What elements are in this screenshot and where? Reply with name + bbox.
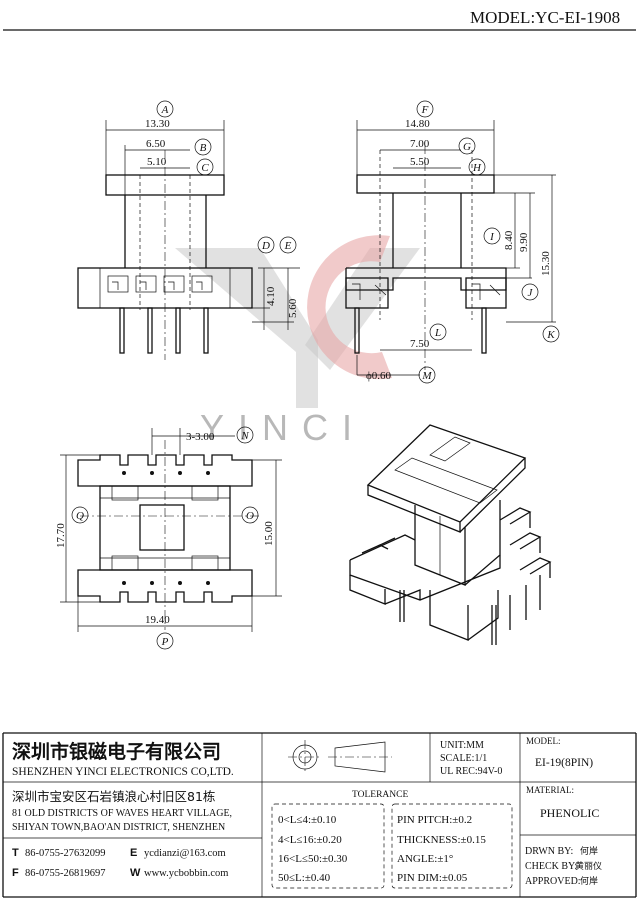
label-k: K xyxy=(546,329,555,341)
dim-9-90: 9.90 xyxy=(518,232,530,252)
projection-symbol xyxy=(288,740,392,774)
dim-13-30: 13.30 xyxy=(145,118,170,130)
label-q: Q xyxy=(76,510,84,522)
label-f: F xyxy=(421,104,429,116)
tolerance-title: TOLERANCE xyxy=(352,790,408,800)
dim-15-30: 15.30 xyxy=(540,251,552,276)
label-a: A xyxy=(161,104,169,116)
front-view: A 13.30 6.50 B 5.10 C 4.10 5.60 D E xyxy=(77,100,300,360)
tolerance-3: 16<L≤50:±0.30 xyxy=(278,853,348,865)
web-value: www.ycbobbin.com xyxy=(144,868,228,879)
dim-15-00: 15.00 xyxy=(263,521,275,546)
label-d: D xyxy=(261,240,270,252)
label-c: C xyxy=(201,162,209,174)
dim-pitch: 3-3.00 xyxy=(186,431,215,443)
tel-value: 86-0755-27632099 xyxy=(25,848,106,859)
label-n: N xyxy=(240,430,249,442)
ul-rec: UL REC:94V-0 xyxy=(440,766,502,777)
web-label: W xyxy=(130,867,141,879)
label-g: G xyxy=(463,141,471,153)
dim-8-40: 8.40 xyxy=(503,230,515,250)
label-b: B xyxy=(200,142,207,154)
unit: UNIT:MM xyxy=(440,740,484,751)
isometric-view xyxy=(349,424,552,645)
company-name-en: SHENZHEN YINCI ELECTRONICS CO,LTD. xyxy=(12,766,234,778)
dim-7-00: 7.00 xyxy=(410,138,430,150)
fax-value: 86-0755-26819697 xyxy=(25,868,106,879)
bottom-view: 3-3.00 N 17.70 Q 15.00 O 19.40 P xyxy=(55,426,282,650)
drawn-by: 何岸 xyxy=(580,845,598,857)
fax-label: F xyxy=(12,867,19,879)
label-l: L xyxy=(434,327,441,339)
label-o: O xyxy=(246,510,254,522)
dim-14-80: 14.80 xyxy=(405,118,430,130)
material-label: MATERIAL: xyxy=(526,785,574,795)
watermark-logo: YINCI xyxy=(175,235,420,448)
dim-19-40: 19.40 xyxy=(145,614,170,626)
check-label: CHECK BY: xyxy=(525,861,577,872)
material-value: PHENOLIC xyxy=(540,806,599,820)
company-name-cn: 深圳市银磁电子有限公司 xyxy=(12,740,221,763)
drawn-label: DRWN BY: xyxy=(525,846,573,857)
model-value: EI-19(8PIN) xyxy=(535,757,593,769)
spec-pin-pitch: PIN PITCH:±0.2 xyxy=(397,814,472,826)
approved-label: APPROVED: xyxy=(525,876,581,887)
model-header: MODEL:YC-EI-1908 xyxy=(470,8,620,27)
label-h: H xyxy=(472,162,482,174)
scale: SCALE:1/1 xyxy=(440,753,487,764)
email-value: ycdianzi@163.com xyxy=(144,848,226,859)
tolerance-1: 0<L≤4:±0.10 xyxy=(278,814,337,826)
tolerance-2: 4<L≤16:±0.20 xyxy=(278,834,342,846)
label-m: M xyxy=(421,370,432,382)
dim-6-50: 6.50 xyxy=(146,138,166,150)
address-cn: 深圳市宝安区石岩镇浪心村旧区81栋 xyxy=(12,789,215,804)
label-i: I xyxy=(489,231,495,243)
dim-17-70: 17.70 xyxy=(55,523,67,548)
label-p: P xyxy=(161,636,169,648)
check-by: 黄丽仪 xyxy=(575,860,602,872)
dim-5-10: 5.10 xyxy=(147,156,167,168)
label-e: E xyxy=(284,240,292,252)
address-en-2: SHIYAN TOWN,BAO'AN DISTRICT, SHENZHEN xyxy=(12,822,225,833)
dim-4-10: 4.10 xyxy=(265,286,277,306)
spec-thickness: THICKNESS:±0.15 xyxy=(397,834,486,846)
tel-label: T xyxy=(12,847,19,859)
spec-pin-dim: PIN DIM:±0.05 xyxy=(397,872,468,884)
dim-pin-dia: ϕ0.60 xyxy=(366,370,392,382)
dim-5-60: 5.60 xyxy=(287,298,299,318)
spec-angle: ANGLE:±1° xyxy=(397,853,453,865)
label-j: J xyxy=(528,287,534,299)
model-label: MODEL: xyxy=(526,736,561,746)
dim-7-50: 7.50 xyxy=(410,338,430,350)
dim-5-50: 5.50 xyxy=(410,156,430,168)
email-label: E xyxy=(130,847,137,859)
tolerance-4: 50≤L:±0.40 xyxy=(278,872,331,884)
address-en-1: 81 OLD DISTRICTS OF WAVES HEART VILLAGE, xyxy=(12,808,232,819)
title-block: 深圳市银磁电子有限公司 SHENZHEN YINCI ELECTRONICS C… xyxy=(2,732,637,898)
watermark-text: YINCI xyxy=(200,407,366,448)
side-view: 14.80 F 7.00 G 5.50 H 8.40 9.90 15.30 I … xyxy=(345,100,560,384)
approved-by: 何岸 xyxy=(580,875,598,887)
